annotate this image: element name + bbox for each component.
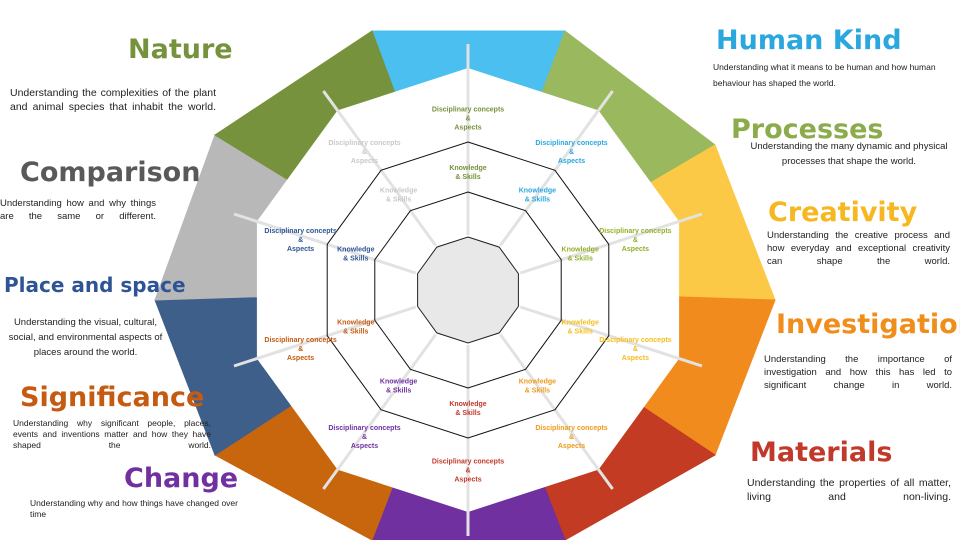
knowledge-label-place-and-space: Knowledge& Skills <box>337 247 374 263</box>
materials-title: Materials <box>750 437 893 468</box>
inner-ring-outline <box>374 191 562 389</box>
spoke-line <box>322 90 437 247</box>
segment-dividers <box>233 44 703 536</box>
disciplinary-label-nature: Disciplinary concepts&Aspects <box>432 107 504 132</box>
spoke-line <box>322 333 437 490</box>
knowledge-label-change: Knowledge& Skills <box>380 379 417 395</box>
knowledge-label-significance: Knowledge& Skills <box>337 320 374 336</box>
knowledge-label-nature: Knowledge& Skills <box>449 165 486 181</box>
disciplinary-label-materials: Disciplinary concepts&Aspects <box>432 459 504 484</box>
significance-description: Understanding why significant people, pl… <box>13 418 211 450</box>
disciplinary-label-significance: Disciplinary concepts&Aspects <box>264 337 336 362</box>
knowledge-label-comparison: Knowledge& Skills <box>380 188 417 204</box>
spoke-line <box>519 212 703 275</box>
disciplinary-label-change: Disciplinary concepts&Aspects <box>328 425 400 450</box>
knowledge-label-investigation: Knowledge& Skills <box>519 379 556 395</box>
place-and-space-title: Place and space <box>4 273 186 297</box>
spoke-line <box>499 333 614 490</box>
spoke-line <box>233 305 417 368</box>
disciplinary-label-investigation: Disciplinary concepts&Aspects <box>535 425 607 450</box>
human-kind-description: Understanding what it means to be human … <box>713 62 936 88</box>
disciplinary-label-creativity: Disciplinary concepts&Aspects <box>599 337 671 362</box>
nature-title: Nature <box>128 34 233 65</box>
materials-description: Understanding the properties of all matt… <box>747 477 951 503</box>
segment-labels: Disciplinary concepts&AspectsKnowledge& … <box>264 107 671 484</box>
investigation-description: Understanding the importance of investig… <box>764 354 952 391</box>
creativity-description: Understanding the creative process and h… <box>767 230 950 267</box>
center-hub <box>417 236 519 344</box>
comparison-description: Understanding how and why things are the… <box>0 198 156 222</box>
change-title: Change <box>124 463 239 494</box>
disciplinary-label-processes: Disciplinary concepts&Aspects <box>599 228 671 253</box>
disciplinary-label-human-kind: Disciplinary concepts&Aspects <box>535 140 607 165</box>
processes-title: Processes <box>731 114 884 145</box>
comparison-title: Comparison <box>20 157 201 188</box>
knowledge-ring-outline <box>326 141 610 439</box>
knowledge-label-materials: Knowledge& Skills <box>449 401 486 417</box>
disciplinary-label-comparison: Disciplinary concepts&Aspects <box>328 140 400 165</box>
change-description: Understanding why and how things have ch… <box>30 498 238 519</box>
human-kind-title: Human Kind <box>716 25 902 56</box>
investigation-title: Investigation <box>776 309 960 340</box>
processes-description: Understanding the many dynamic and physi… <box>750 141 948 167</box>
disciplinary-label-place-and-space: Disciplinary concepts&Aspects <box>264 228 336 253</box>
knowledge-label-processes: Knowledge& Skills <box>562 247 599 263</box>
place-and-space-description: Understanding the visual, cultural, soci… <box>8 317 163 358</box>
spoke-line <box>233 212 417 275</box>
significance-title: Significance <box>20 382 205 413</box>
nature-description: Understanding the complexities of the pl… <box>10 87 216 113</box>
knowledge-label-creativity: Knowledge& Skills <box>562 320 599 336</box>
creativity-title: Creativity <box>768 197 918 228</box>
spoke-line <box>499 90 614 247</box>
knowledge-label-human-kind: Knowledge& Skills <box>519 188 556 204</box>
spoke-line <box>519 305 703 368</box>
